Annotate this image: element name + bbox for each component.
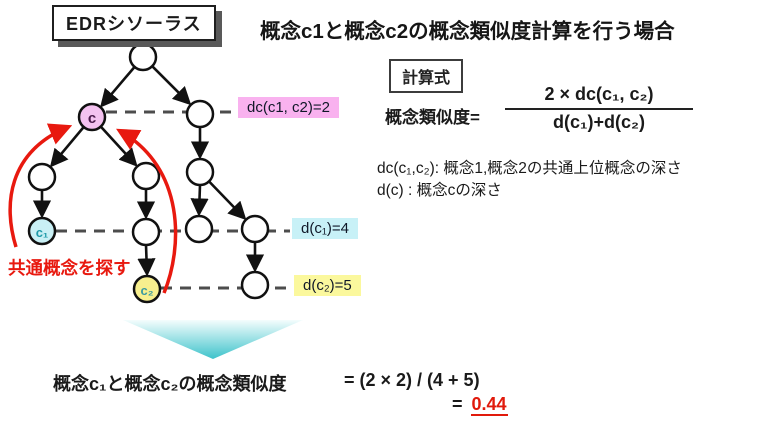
d1-depth-badge: d(c₁)=4 (292, 218, 358, 239)
node-r4 (240, 270, 270, 300)
node-right-top (185, 99, 215, 129)
result-equals: = (452, 394, 463, 414)
d2-depth-badge: d(c₂)=5 (294, 275, 361, 296)
result-label: 概念c₁と概念c₂の概念類似度 (53, 374, 287, 394)
definition-d: d(c) : 概念cの深さ (377, 182, 502, 199)
node-c2 (132, 274, 162, 304)
edr-thesaurus-label: EDRシソーラス (66, 14, 202, 34)
node-r1 (185, 157, 215, 187)
edr-thesaurus-box: EDRシソーラス (52, 5, 216, 41)
node-root (128, 42, 158, 72)
node-c (77, 102, 107, 132)
node-c1 (27, 216, 57, 246)
calculation-formula-label: 計算式 (402, 70, 451, 87)
search-arrows (8, 123, 178, 294)
result-expression: = (2 × 2) / (4 + 5) (344, 370, 480, 390)
node-c-label: c (88, 110, 96, 127)
definition-dc: dc(c₁,c₂): 概念1,概念2の共通上位概念の深さ (377, 160, 682, 177)
term-definitions: dc(c₁,c₂): 概念1,概念2の共通上位概念の深さ d(c) : 概念cの… (377, 158, 682, 202)
result-value: 0.44 (470, 394, 508, 416)
node-c1-label: c₁ (36, 225, 49, 240)
search-common-concept-note: 共通概念を探す (8, 258, 131, 278)
page-title: 概念c1と概念c2の概念類似度計算を行う場合 (260, 20, 675, 43)
calculation-formula-box: 計算式 (389, 59, 464, 93)
dc-depth-badge: dc(c1, c2)=2 (238, 97, 339, 118)
fraction-denominator: d(c₁)+d(c₂) (553, 112, 645, 132)
search-arrow-left-icon (8, 123, 73, 248)
similarity-fraction: 2 × dc(c₁, c₂) d(c₁)+d(c₂) (505, 84, 693, 133)
node-left-mid (27, 162, 57, 192)
node-r3 (240, 214, 270, 244)
search-arrow-right-icon (116, 128, 178, 294)
down-arrow-icon (123, 320, 303, 359)
node-r2 (184, 214, 214, 244)
fraction-numerator: 2 × dc(c₁, c₂) (505, 84, 693, 110)
node-c2-label: c₂ (140, 283, 153, 298)
result-value-row: = 0.44 (452, 394, 508, 416)
tree-nodes (27, 42, 270, 304)
similarity-lhs: 概念類似度= (385, 108, 480, 127)
node-center-mid (131, 161, 161, 191)
tree-edges (32, 65, 265, 277)
node-center-low (131, 217, 161, 247)
